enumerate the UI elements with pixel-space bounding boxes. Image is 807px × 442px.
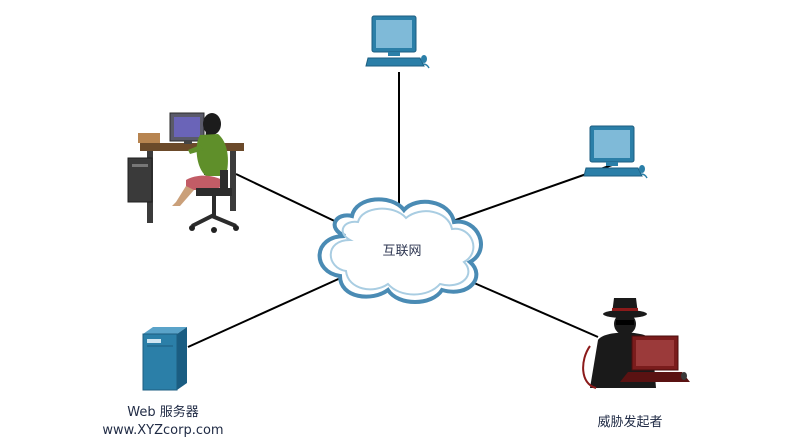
computer-right-icon	[583, 125, 648, 179]
link-web-server	[187, 275, 346, 348]
computer-top-icon	[365, 15, 430, 69]
user-workstation-icon	[127, 112, 244, 233]
internet-cloud	[317, 197, 483, 304]
threat-actor-icon	[582, 298, 690, 389]
link-attacker	[464, 278, 599, 338]
web-server-label: Web 服务器	[127, 405, 199, 420]
threat-actor-label: 威胁发起者	[597, 415, 663, 430]
link-user-workstation	[235, 173, 346, 227]
internet-label: 互联网	[382, 244, 422, 259]
web-server-url: www.XYZcorp.com	[102, 423, 224, 438]
web-server-icon	[142, 327, 187, 391]
